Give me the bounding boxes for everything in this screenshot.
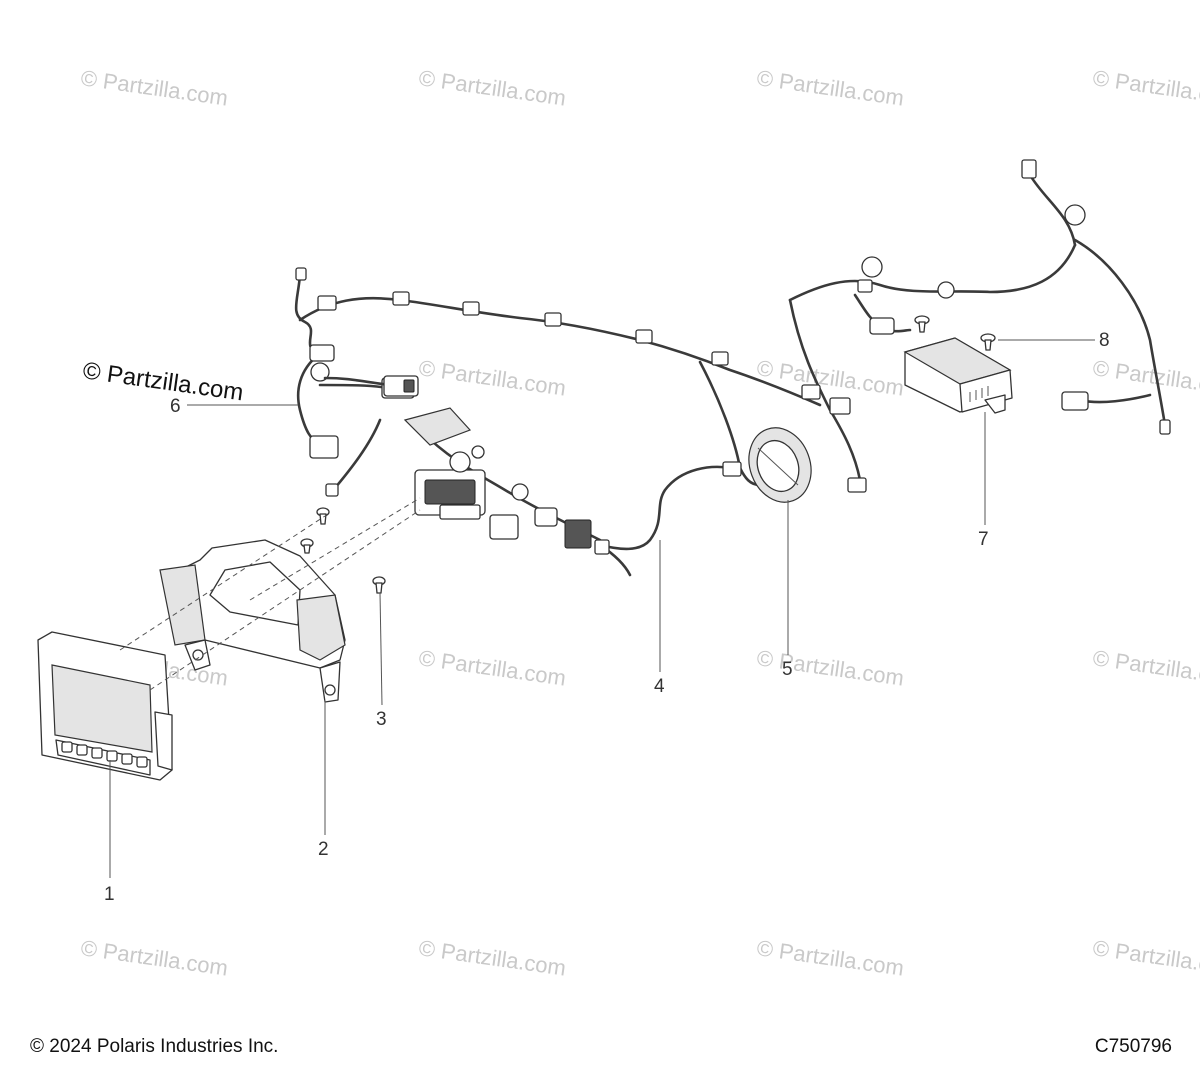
callout-2: 2 — [318, 839, 329, 860]
extra-screw — [914, 315, 930, 333]
callout-7: 7 — [978, 529, 989, 550]
display-unit — [37, 631, 173, 781]
prominent-watermark: © Partzilla.com — [81, 357, 245, 406]
callout-4: 4 — [654, 676, 665, 697]
watermark-5: © Partzilla.com — [417, 355, 567, 400]
callout-6: 6 — [170, 396, 181, 417]
callout-3: 3 — [376, 709, 387, 730]
watermark-6: © Partzilla.com — [755, 355, 905, 400]
footer-copyright: © 2024 Polaris Industries Inc. — [30, 1036, 278, 1057]
module-screw — [980, 333, 996, 351]
watermark-10: © Partzilla.com — [1091, 645, 1200, 690]
callout-leaders — [109, 339, 1095, 878]
watermark-layer: © Partzilla.com © Partzilla.com © Partzill… — [79, 65, 1200, 980]
watermark-15: © Partzilla.com — [1091, 935, 1200, 980]
watermark-8: © Partzilla.com — [417, 645, 567, 690]
mounting-bracket — [159, 539, 346, 703]
assembly-guide-lines — [119, 497, 421, 691]
main-wiring-harness — [294, 159, 1171, 577]
footer-diagram-code: C750796 — [1095, 1036, 1172, 1057]
callout-5: 5 — [782, 659, 793, 680]
control-module — [903, 337, 1013, 414]
watermark-1: © Partzilla.com — [79, 65, 229, 110]
watermark-4: © Partzilla.com — [1091, 65, 1200, 110]
watermark-13: © Partzilla.com — [417, 935, 567, 980]
callout-1: 1 — [104, 884, 115, 905]
callout-8: 8 — [1099, 330, 1110, 351]
watermark-14: © Partzilla.com — [755, 935, 905, 980]
watermark-9: © Partzilla.com — [755, 645, 905, 690]
watermark-7: © Partzilla.com — [1091, 355, 1200, 400]
sub-harness — [323, 375, 419, 397]
watermark-12: © Partzilla.com — [79, 935, 229, 980]
watermark-2: © Partzilla.com — [417, 65, 567, 110]
grommet — [748, 427, 812, 503]
watermark-3: © Partzilla.com — [755, 65, 905, 110]
